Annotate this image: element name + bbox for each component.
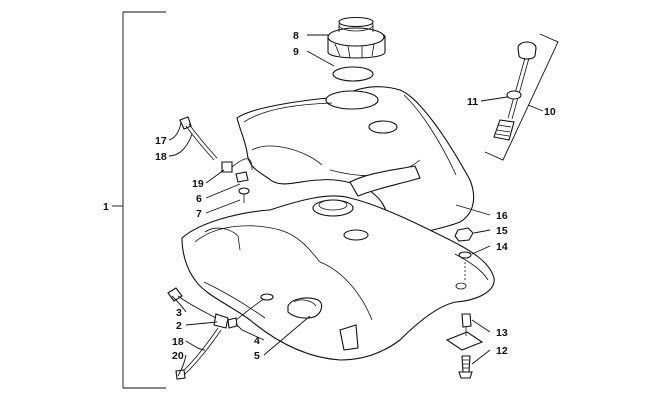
callout-11: 11 xyxy=(467,96,478,108)
mounting-hardware xyxy=(445,227,484,379)
fuel-line xyxy=(167,287,274,380)
callout-4: 4 xyxy=(254,335,260,347)
callout-12: 12 xyxy=(496,345,508,357)
callout-9: 9 xyxy=(293,46,299,58)
callout-20: 20 xyxy=(172,350,184,362)
tank-cover xyxy=(236,86,475,243)
fuel-tank xyxy=(181,195,495,361)
callout-7: 7 xyxy=(196,208,202,220)
callout-6: 6 xyxy=(196,193,202,205)
sender-o-ring xyxy=(506,90,522,100)
callout-5: 5 xyxy=(254,350,260,362)
callout-18-top: 18 xyxy=(155,151,167,163)
leader-lines xyxy=(168,34,544,377)
callout-labels: 1 8 9 10 11 17 18 19 6 7 16 15 14 3 2 4 … xyxy=(103,30,556,362)
vent-hose xyxy=(179,116,253,173)
sender-bracket xyxy=(484,33,559,161)
assembly-bracket xyxy=(122,11,166,389)
cap-o-ring xyxy=(332,66,374,82)
callout-3: 3 xyxy=(176,307,182,319)
fuel-sender-unit xyxy=(493,41,537,141)
callout-16: 16 xyxy=(496,210,508,222)
callout-8: 8 xyxy=(293,30,299,42)
vent-fitting xyxy=(235,171,250,203)
callout-13: 13 xyxy=(496,327,508,339)
callout-18-bottom: 18 xyxy=(172,336,184,348)
fuel-cap xyxy=(327,16,386,59)
callout-14: 14 xyxy=(496,241,508,253)
callout-17: 17 xyxy=(155,135,167,147)
callout-2: 2 xyxy=(176,320,182,332)
callout-15: 15 xyxy=(496,225,508,237)
callout-10: 10 xyxy=(544,106,556,118)
callout-19: 19 xyxy=(192,178,204,190)
callout-1: 1 xyxy=(103,201,109,213)
